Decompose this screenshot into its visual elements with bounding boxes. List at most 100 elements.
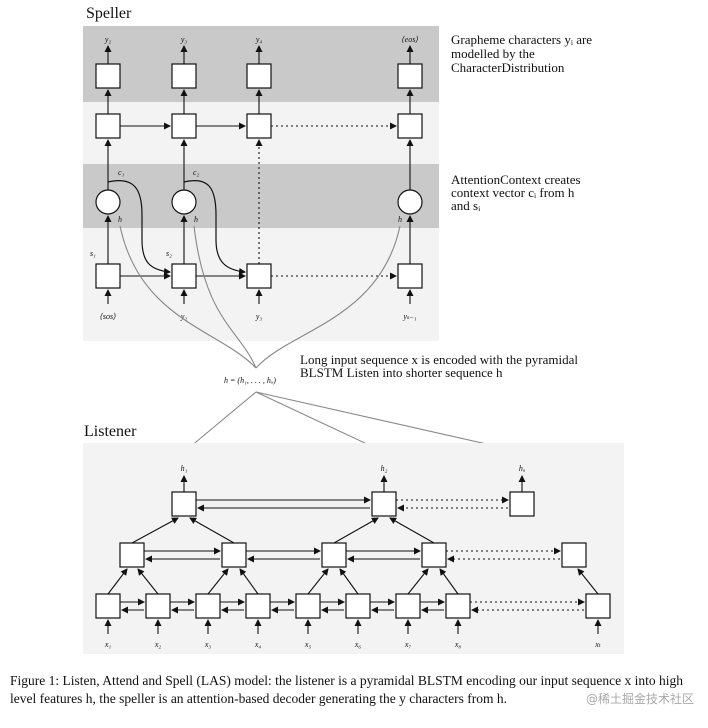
decoder-box <box>246 113 272 139</box>
annotation-line: Long input sequence x is encoded with th… <box>300 352 578 367</box>
blstm-box <box>395 593 421 619</box>
annotation-line: context vector cᵢ from h <box>451 185 575 200</box>
blstm-box <box>445 593 471 619</box>
distribution-box <box>95 63 121 89</box>
speller-output-label: y₂ <box>104 35 112 44</box>
attention-node <box>397 189 423 215</box>
state-box <box>246 263 272 289</box>
blstm-box <box>95 593 121 619</box>
decoder-box <box>171 113 197 139</box>
h-definition: h = (h₁, . . . , hᵤ) <box>224 376 276 385</box>
listener-input-label: x₈ <box>454 640 462 649</box>
blstm-box <box>345 593 371 619</box>
context-curve <box>107 180 171 275</box>
state-label: s₂ <box>166 249 172 258</box>
h-feed-curves <box>119 225 401 369</box>
blstm-box <box>321 542 347 568</box>
h-label: h <box>194 215 198 224</box>
state-up-arrows <box>104 215 414 264</box>
pyramid-middle-horizontal <box>144 547 561 563</box>
pyramid-bottom-to-middle <box>107 568 599 595</box>
listener-inputs: x₁ x₂ x₃ x₄ x₅ x₆ x₇ x₈ xₜ <box>104 640 601 649</box>
annotation-line: BLSTM Listen into shorter sequence h <box>300 365 503 380</box>
h-label: h <box>118 215 122 224</box>
h-label: h <box>398 215 402 224</box>
listener-input-label: x₅ <box>304 640 312 649</box>
pyramid-bottom-horizontal <box>120 598 585 614</box>
pyramid-middle-layer <box>119 542 587 568</box>
pyramid-middle-to-top <box>131 517 435 544</box>
blstm-box <box>171 491 197 517</box>
annotation-line: AttentionContext creates <box>451 172 581 187</box>
listener-background <box>83 443 624 654</box>
listener-input-arrows <box>104 619 602 634</box>
listener-input-label: x₄ <box>254 640 262 649</box>
state-box <box>95 263 121 289</box>
speller-output-label: y₃ <box>180 35 188 44</box>
annotation-line: modelled by the <box>451 46 535 61</box>
attention-annotation: AttentionContext creates context vector … <box>451 172 581 213</box>
distribution-box <box>171 63 197 89</box>
listener-input-label: x₃ <box>204 640 212 649</box>
decoder-box <box>397 113 423 139</box>
pyramid-top-up-arrows <box>180 475 526 492</box>
listener-input-label: xₜ <box>594 640 601 649</box>
listener-input-label: x₁ <box>104 640 112 649</box>
listener-input-label: x₇ <box>404 640 412 649</box>
context-label: c₂ <box>193 168 200 177</box>
speller-inputs: ⟨sos⟩ y₂ y₃ yₛ₋₁ <box>100 312 417 321</box>
blstm-box <box>195 593 221 619</box>
blstm-box <box>221 542 247 568</box>
distribution-box <box>246 63 272 89</box>
attention-circles <box>95 189 423 215</box>
speller-input-arrows <box>104 289 414 304</box>
annotation-line: Grapheme characters yᵢ are <box>451 32 592 47</box>
blstm-box <box>509 491 535 517</box>
speller-input-label: yₛ₋₁ <box>402 312 416 321</box>
listener-title: Listener <box>84 423 137 440</box>
context-curves <box>107 180 246 275</box>
annotation-line: and sᵢ <box>451 198 481 213</box>
blstm-box <box>585 593 611 619</box>
state-label: s₁ <box>90 249 96 258</box>
pyramid-top-layer <box>171 491 535 517</box>
pyramid-top-horizontal <box>196 496 509 512</box>
output-arrows <box>104 45 414 64</box>
speller-title: Speller <box>86 5 132 22</box>
row2-up-arrows <box>104 89 414 114</box>
listener-output-label: h₂ <box>381 464 388 473</box>
blstm-box <box>145 593 171 619</box>
listener-input-label: x₂ <box>154 640 162 649</box>
decoder-box <box>95 113 121 139</box>
speller-output-label: ⟨eos⟩ <box>402 35 419 44</box>
distribution-box <box>397 63 423 89</box>
figure-caption: Figure 1: Listen, Attend and Spell (LAS)… <box>10 673 684 706</box>
watermark: @稀土掘金技术社区 <box>585 692 694 706</box>
context-label: c₁ <box>118 168 125 177</box>
listener-output-label: hᵤ <box>519 464 525 473</box>
blstm-box <box>561 542 587 568</box>
listener-outputs: h₁ h₂ hᵤ <box>181 464 526 473</box>
speller-input-label: y₃ <box>255 312 263 321</box>
state-box <box>171 263 197 289</box>
context-curve <box>183 180 246 275</box>
decoder-row-2 <box>95 113 423 139</box>
attention-node <box>171 189 197 215</box>
h-fan-lines <box>183 391 523 453</box>
speller-input-label: ⟨sos⟩ <box>100 312 116 321</box>
attention-node <box>95 189 121 215</box>
state-box <box>397 263 423 289</box>
listener-input-label: x₆ <box>354 640 362 649</box>
decoder-state-row <box>95 263 423 289</box>
attention-context-band <box>83 164 439 228</box>
speller-outputs: y₂ y₃ y₄ ⟨eos⟩ <box>104 35 419 44</box>
speller-input-label: y₂ <box>180 312 188 321</box>
pyramid-bottom-layer <box>95 593 611 619</box>
blstm-box <box>421 542 447 568</box>
blstm-box <box>245 593 271 619</box>
grapheme-annotation: Grapheme characters yᵢ are modelled by t… <box>451 32 592 75</box>
blstm-box <box>371 491 397 517</box>
long-input-annotation: Long input sequence x is encoded with th… <box>300 352 578 380</box>
listener-output-label: h₁ <box>181 464 188 473</box>
